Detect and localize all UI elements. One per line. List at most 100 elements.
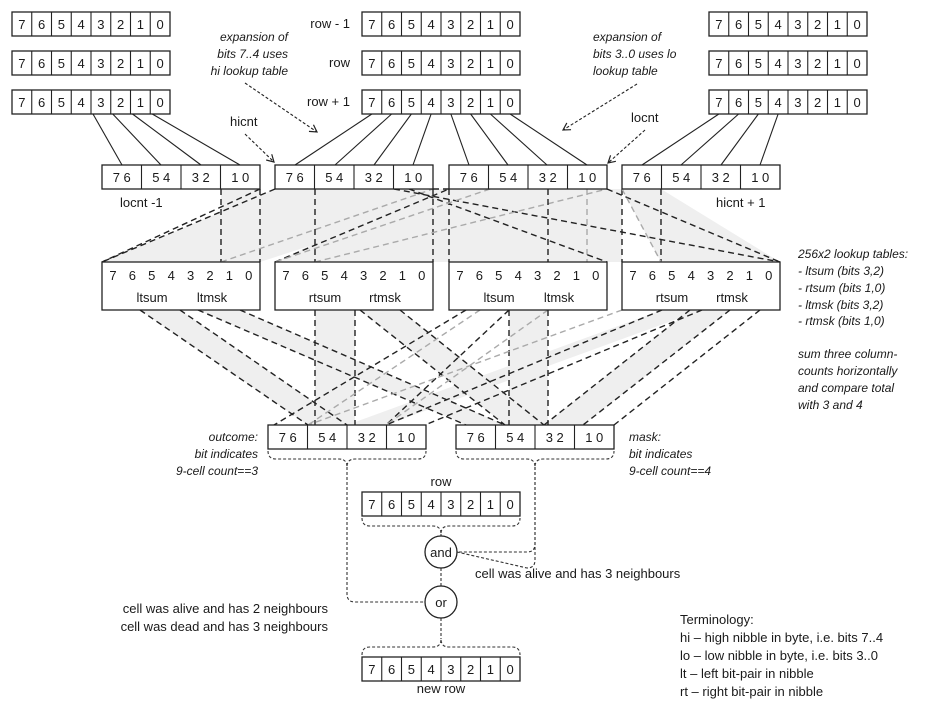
- bit-label: 6: [476, 268, 483, 283]
- hi-expansion-note-line3: hi lookup table: [211, 64, 289, 78]
- bit-label: 5: [148, 268, 155, 283]
- bit-cell: 0: [854, 95, 861, 110]
- expansion-line: [759, 113, 779, 166]
- bit-label: 5: [321, 268, 328, 283]
- bit-label: 1: [573, 268, 580, 283]
- bit-label: 7: [282, 268, 289, 283]
- bit-cell: 2: [467, 497, 474, 512]
- outcome-brace: [267, 450, 427, 468]
- shaded-flow-bands: [102, 189, 780, 425]
- shaded-band: [544, 310, 730, 425]
- locnt-label: locnt: [631, 110, 659, 125]
- bit-cell: 2: [814, 17, 821, 32]
- bit-cell: 0: [157, 95, 164, 110]
- bit-cell: 6: [388, 662, 395, 677]
- outcome-note-line2: bit indicates: [195, 447, 258, 461]
- bit-pair-cell: 7 6: [286, 170, 304, 185]
- bit-cell: 0: [157, 56, 164, 71]
- terminology-rt: rt – right bit-pair in nibble: [680, 684, 823, 699]
- bit-label: 6: [302, 268, 309, 283]
- terminology-lt: lt – left bit-pair in nibble: [680, 666, 814, 681]
- connector-line: [613, 309, 761, 426]
- shaded-band: [315, 189, 433, 262]
- bit-cell: 5: [755, 56, 762, 71]
- connector-line: [273, 309, 467, 426]
- bit-pair-cell: 7 6: [113, 170, 131, 185]
- bit-label: 1: [746, 268, 753, 283]
- bit-pair-cell: 5 4: [152, 170, 170, 185]
- shaded-band: [607, 189, 622, 262]
- lookup-tables-note-ltsum: - ltsum (bits 3,2): [798, 264, 884, 278]
- bit-cell: 4: [428, 497, 435, 512]
- bit-label: 3: [534, 268, 541, 283]
- connector-line: [385, 309, 510, 426]
- bit-cell: 0: [507, 497, 514, 512]
- lo-expansion-note-line2: bits 3..0 uses lo: [593, 47, 677, 61]
- bit-cell: 6: [735, 95, 742, 110]
- sum-note-line2: counts horizontally: [798, 364, 898, 378]
- bit-cell: 7: [18, 95, 25, 110]
- lo-expansion-arrow: [561, 83, 638, 131]
- mask-note-line1: mask:: [629, 430, 661, 444]
- bit-label: 5: [495, 268, 502, 283]
- bit-cell: 4: [775, 56, 782, 71]
- sum-note-line3: and compare total: [798, 381, 894, 395]
- shaded-band: [140, 310, 347, 425]
- bit-label: 4: [168, 268, 175, 283]
- bit-label: 0: [418, 268, 425, 283]
- bit-pair-cell: 3 2: [365, 170, 383, 185]
- bit-cell: 1: [487, 17, 494, 32]
- lookup-tables-note-ltmsk: - ltmsk (bits 3,2): [798, 298, 883, 312]
- bit-cell: 6: [388, 95, 395, 110]
- bit-label: 5: [668, 268, 675, 283]
- connector-lines: [92, 82, 781, 656]
- lookup-sum-label: rtsum: [656, 290, 689, 305]
- expansion-line: [334, 113, 392, 166]
- bit-cell: 2: [117, 56, 124, 71]
- bit-cell: 5: [58, 95, 65, 110]
- lookup-mask-label: ltmsk: [544, 290, 575, 305]
- terminology-hi: hi – high nibble in byte, i.e. bits 7..4: [680, 630, 883, 645]
- bit-label: 6: [129, 268, 136, 283]
- terminology-title: Terminology:: [680, 612, 754, 627]
- bit-pair-cell: 7 6: [279, 430, 297, 445]
- bit-cell: 5: [408, 497, 415, 512]
- or-gate-label: or: [435, 595, 447, 610]
- bit-pair-cell: 5 4: [499, 170, 517, 185]
- bit-label: 4: [341, 268, 348, 283]
- bit-cell: 4: [78, 56, 85, 71]
- bit-cell: 4: [775, 17, 782, 32]
- bit-cell: 6: [38, 17, 45, 32]
- bit-label: 4: [688, 268, 695, 283]
- row-plus-1-label: row + 1: [307, 94, 350, 109]
- labels: row - 1 row row + 1 expansion of bits 7.…: [120, 16, 908, 699]
- outcome-note-line1: outcome:: [209, 430, 258, 444]
- bit-cell: 3: [447, 662, 454, 677]
- bit-cell: 6: [388, 497, 395, 512]
- expansion-line: [92, 113, 123, 166]
- bit-cell: 4: [78, 17, 85, 32]
- bit-pair-cell: 5 4: [672, 170, 690, 185]
- lookup-sum-label: rtsum: [309, 290, 342, 305]
- bit-cell: 6: [38, 56, 45, 71]
- bit-cell: 3: [447, 95, 454, 110]
- and-gate-label: and: [430, 545, 452, 560]
- connector-line: [101, 188, 276, 263]
- alive-3-neighbours-label: cell was alive and has 3 neighbours: [475, 566, 681, 581]
- shaded-band: [449, 189, 607, 262]
- row-minus-1-label: row - 1: [310, 16, 350, 31]
- connector-line: [359, 309, 506, 426]
- connector-line: [139, 309, 309, 426]
- bit-label: 2: [206, 268, 213, 283]
- bit-label: 4: [515, 268, 522, 283]
- expansion-line: [132, 113, 202, 166]
- bit-cell: 6: [735, 56, 742, 71]
- lookup-mask-label: ltmsk: [197, 290, 228, 305]
